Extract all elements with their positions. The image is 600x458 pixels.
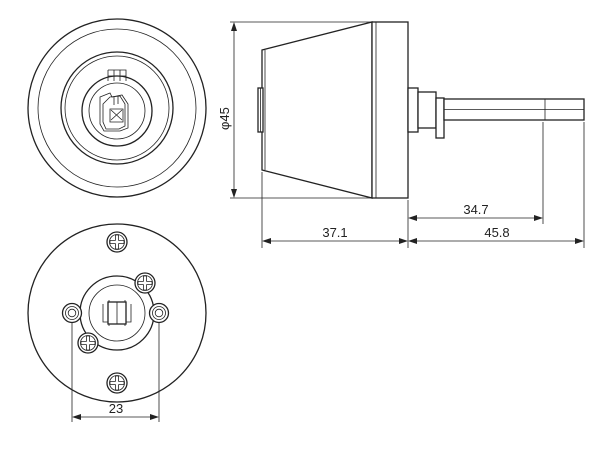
side-body-cone bbox=[261, 21, 373, 199]
side-shaft-collar bbox=[407, 87, 419, 133]
screw-top-icon bbox=[106, 231, 128, 253]
mounting-hole-right-icon bbox=[148, 302, 170, 324]
back-view bbox=[27, 223, 207, 403]
keyway-inner bbox=[102, 95, 126, 130]
back-center-hub-inner bbox=[88, 284, 146, 342]
keyway-wards bbox=[113, 96, 119, 105]
front-view bbox=[27, 18, 207, 198]
shaft-total-label: 45.8 bbox=[484, 225, 509, 240]
diameter-label: φ45 bbox=[217, 107, 232, 130]
front-face-ring bbox=[60, 51, 174, 165]
side-rear-flange bbox=[371, 21, 409, 199]
body-length-label: 37.1 bbox=[322, 225, 347, 240]
screw-lower-left-icon bbox=[77, 332, 99, 354]
front-face-ring-inner bbox=[64, 55, 170, 161]
side-view bbox=[257, 21, 585, 199]
side-shaft-step bbox=[435, 97, 445, 139]
shaft-exposed-label: 34.7 bbox=[463, 202, 488, 217]
side-shaft-base bbox=[417, 91, 437, 129]
key-plug-outer bbox=[81, 75, 153, 147]
front-outer-rim bbox=[27, 18, 207, 198]
screw-spacing-label: 23 bbox=[109, 401, 123, 416]
keyway-slot bbox=[99, 92, 129, 132]
keyway-pin-mark bbox=[109, 108, 124, 123]
dimension-annotations: φ45 34.7 37.1 45.8 23 bbox=[71, 21, 585, 422]
mounting-hole-left-icon bbox=[61, 302, 83, 324]
key-plug-inner bbox=[88, 82, 146, 140]
screw-upper-right-icon bbox=[134, 272, 156, 294]
front-outer-rim-inner bbox=[37, 28, 197, 188]
screw-bottom-icon bbox=[106, 372, 128, 394]
brand-logo-icon bbox=[107, 69, 127, 81]
back-plate bbox=[27, 223, 207, 403]
